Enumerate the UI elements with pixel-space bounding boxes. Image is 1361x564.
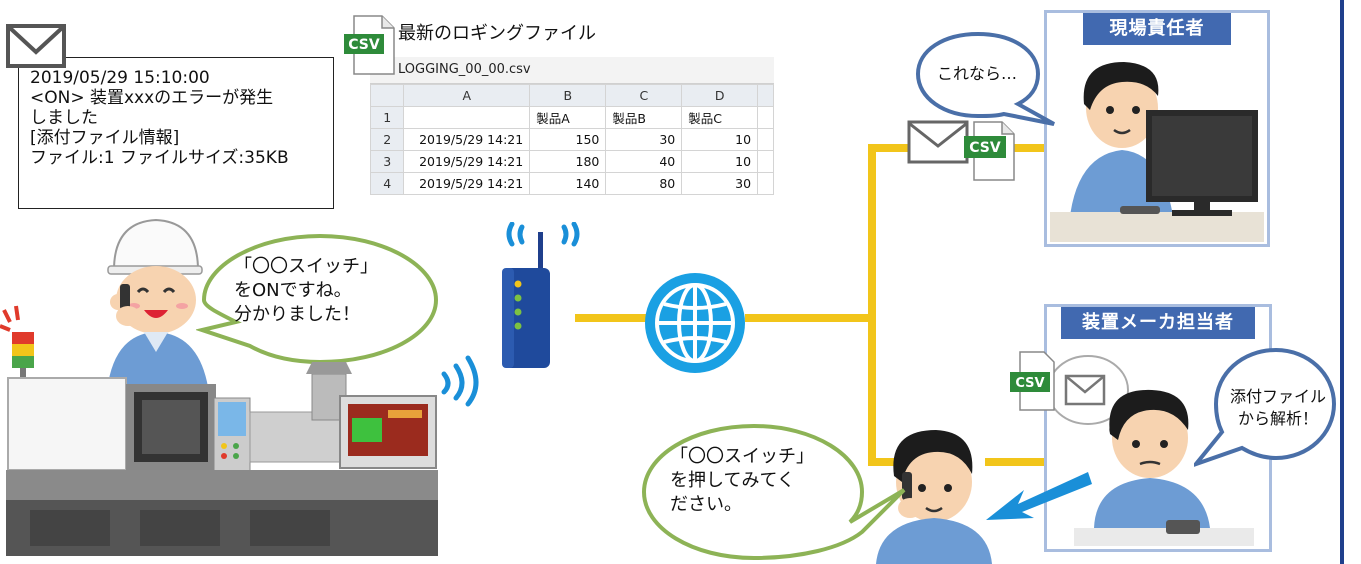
manager-speech-bubble xyxy=(915,31,1055,126)
speech-line: 添付ファイル xyxy=(1230,387,1327,406)
table-cell: 150 xyxy=(529,128,607,151)
speech-line: をONですね。 xyxy=(234,280,352,301)
maker-phone-speech-bubble xyxy=(641,423,906,561)
maker-phone-illustration xyxy=(876,430,992,564)
csv-file-icon: CSV xyxy=(344,15,395,75)
table-cell: 10 xyxy=(681,128,759,151)
worker-speech-text: 「〇〇スイッチ」 をONですね。 分かりました！ xyxy=(234,255,378,327)
email-notification-box xyxy=(18,57,334,209)
maker-phone-speech-text: 「〇〇スイッチ」 を押してみてく ださい。 xyxy=(670,445,814,517)
csv-badge-text: CSV xyxy=(1015,376,1044,391)
csv-file-icon: CSV xyxy=(1010,351,1055,411)
email-line: <ON> 装置xxxのエラーが発生 xyxy=(30,88,274,108)
maker-speech-text: 添付ファイル から解析！ xyxy=(1230,386,1326,430)
col-letter: A xyxy=(403,84,531,107)
wifi-icon xyxy=(506,222,580,247)
speech-line: から解析！ xyxy=(1238,409,1319,428)
mail-icon xyxy=(6,24,66,68)
table-cell: 40 xyxy=(605,150,683,173)
arrow-icon xyxy=(986,472,1092,520)
manager-speech-text: これなら… xyxy=(937,64,1018,83)
mail-icon xyxy=(1064,374,1106,406)
logging-spreadsheet: LOGGING_00_00.csv A B C D 1 製品A 製品B 製品C … xyxy=(370,57,774,207)
worker-speech-bubble xyxy=(196,233,439,365)
table-cell: 製品C xyxy=(681,106,759,129)
speech-line: を押してみてく xyxy=(670,470,795,491)
site-manager-illustration xyxy=(1050,62,1264,242)
csv-badge-text: CSV xyxy=(348,37,380,53)
speech-line: 「〇〇スイッチ」 xyxy=(234,256,378,277)
table-cell: 2019/5/29 14:21 xyxy=(403,150,531,173)
router-icon xyxy=(502,222,580,368)
table-cell: 製品A xyxy=(529,106,607,129)
maker-thought-bubble: CSV xyxy=(1010,351,1129,435)
speech-line: ださい。 xyxy=(670,494,742,515)
table-cell: 30 xyxy=(605,128,683,151)
email-line: [添付ファイル情報] xyxy=(30,128,180,148)
table-cell: 2019/5/29 14:21 xyxy=(403,172,531,195)
maker-speech-bubble xyxy=(1194,347,1337,467)
table-cell: 10 xyxy=(681,150,759,173)
csv-badge-text: CSV xyxy=(969,140,1001,156)
row-number: 2 xyxy=(370,128,405,151)
speech-line: 分かりました！ xyxy=(234,304,360,325)
signal-tower-icon xyxy=(0,305,34,382)
email-line: 2019/05/29 15:10:00 xyxy=(30,68,210,88)
molding-machine-illustration xyxy=(0,305,479,556)
globe-icon xyxy=(645,273,745,373)
csv-file-icon: CSV xyxy=(964,121,1015,181)
logging-file-title: 最新のロギングファイル xyxy=(398,23,596,44)
table-cell xyxy=(403,106,531,129)
maker-analyst-illustration xyxy=(1074,389,1254,546)
spreadsheet-filename: LOGGING_00_00.csv xyxy=(370,57,774,84)
row-number: 4 xyxy=(370,172,405,195)
table-row: 2 2019/5/29 14:21 150 30 10 xyxy=(370,128,774,151)
column-letter-row: A B C D xyxy=(370,84,774,107)
row-number: 1 xyxy=(370,106,405,129)
email-line: ファイル:1 ファイルサイズ:35KB xyxy=(30,148,289,168)
site-manager-title: 現場責任者 xyxy=(1083,13,1231,45)
table-cell: 80 xyxy=(605,172,683,195)
corner-cell xyxy=(370,84,405,107)
table-cell: 140 xyxy=(529,172,607,195)
table-cell: 180 xyxy=(529,150,607,173)
spreadsheet-grid: A B C D 1 製品A 製品B 製品C 2 2019/5/29 14:21 … xyxy=(370,84,774,195)
table-row: 4 2019/5/29 14:21 140 80 30 xyxy=(370,172,774,195)
col-letter: C xyxy=(605,84,683,107)
table-row: 3 2019/5/29 14:21 180 40 10 xyxy=(370,150,774,173)
table-cell: 製品B xyxy=(605,106,683,129)
email-message: 2019/05/29 15:10:00 <ON> 装置xxxのエラーが発生 しま… xyxy=(30,68,289,168)
col-letter: D xyxy=(681,84,759,107)
mail-icon xyxy=(907,120,969,164)
row-number: 3 xyxy=(370,150,405,173)
table-cell: 2019/5/29 14:21 xyxy=(403,128,531,151)
col-letter: B xyxy=(529,84,607,107)
table-cell: 30 xyxy=(681,172,759,195)
col-letter xyxy=(757,84,774,107)
maker-title: 装置メーカ担当者 xyxy=(1061,307,1255,339)
table-row: 1 製品A 製品B 製品C xyxy=(370,106,774,129)
email-line: しました xyxy=(30,108,98,128)
speech-line: 「〇〇スイッチ」 xyxy=(670,446,814,467)
